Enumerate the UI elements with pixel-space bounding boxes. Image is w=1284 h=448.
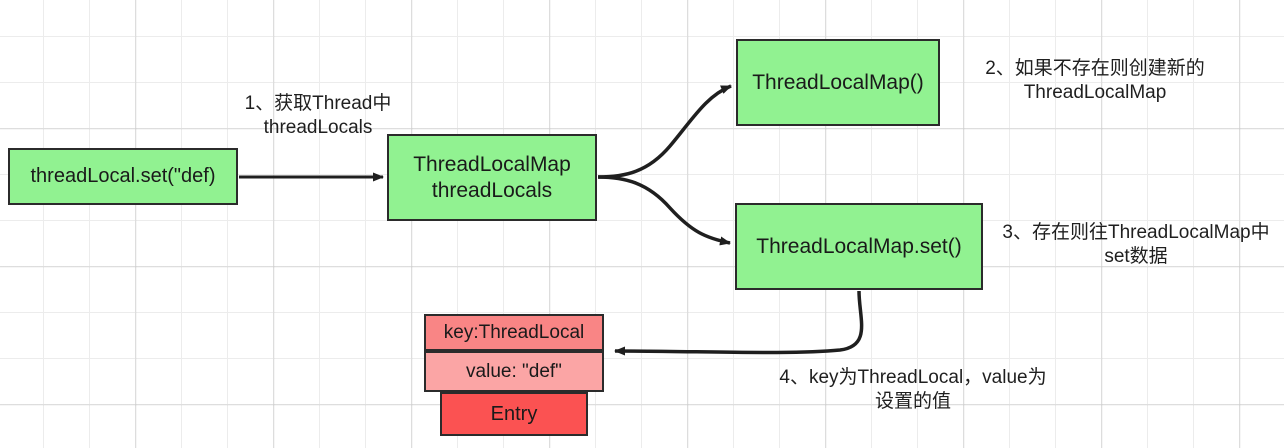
- edge-threadlocals-to-map-constructor: [597, 84, 732, 179]
- node-entry-key-row[interactable]: key:ThreadLocal: [424, 314, 604, 351]
- node-entry-value-row[interactable]: value: "def": [424, 351, 604, 392]
- annotation-step-1: 1、获取Thread中 threadLocals: [244, 93, 392, 139]
- annotation-step-2: 2、如果不存在则创建新的 ThreadLocalMap: [985, 58, 1205, 104]
- edge-threadlocals-to-map-set: [597, 175, 731, 246]
- annotation-step-4: 4、key为ThreadLocal，value为 设置的值: [779, 367, 1047, 413]
- annotation-step-3: 3、存在则往ThreadLocalMap中 set数据: [1002, 222, 1270, 268]
- node-threadlocalmap-set[interactable]: ThreadLocalMap.set(): [735, 203, 983, 290]
- node-threadlocalmap-threadlocals[interactable]: ThreadLocalMap threadLocals: [387, 134, 597, 221]
- edge-map-set-to-entry: [614, 290, 864, 356]
- node-threadlocalmap-constructor[interactable]: ThreadLocalMap(): [736, 39, 940, 126]
- node-entry-label[interactable]: Entry: [440, 392, 588, 436]
- node-threadlocal-set-call[interactable]: threadLocal.set("def): [8, 148, 238, 205]
